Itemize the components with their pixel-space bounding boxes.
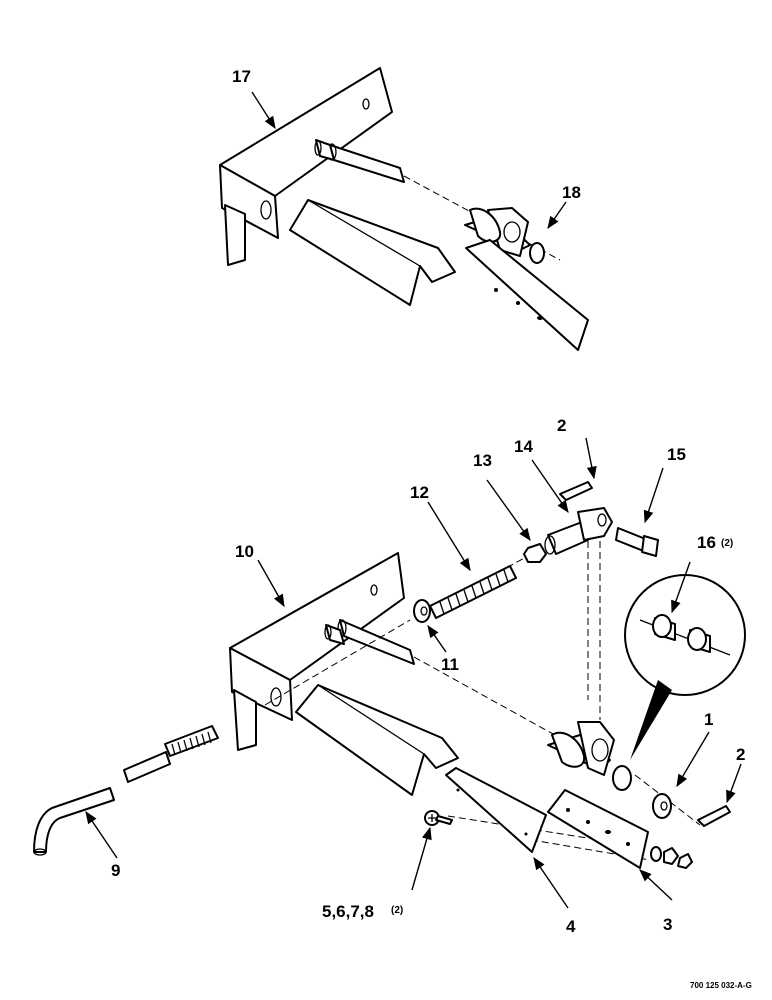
- pivot-arm-18: [464, 207, 589, 351]
- washer-11: [413, 599, 431, 623]
- bracket-17: [219, 67, 456, 306]
- clevis-14: [544, 507, 613, 555]
- washer-1: [652, 793, 672, 819]
- pivot-arm-3: [547, 721, 649, 869]
- drawing-code: 700 125 032-A-G: [690, 981, 752, 990]
- label-14: 14: [514, 437, 533, 456]
- top-assembly: [219, 67, 589, 351]
- rod-9: [33, 725, 219, 856]
- top-pins: [314, 139, 405, 183]
- callout-labels: 17 18 2 14 13 15 12 10 16 (2) 11 1 2 9 5…: [111, 67, 745, 936]
- label-16-qty: (2): [721, 538, 733, 549]
- bottom-assembly: [33, 481, 746, 869]
- label-2-upper: 2: [557, 416, 566, 435]
- label-1: 1: [704, 710, 713, 729]
- callout-leaders: [85, 91, 742, 909]
- label-12: 12: [410, 483, 429, 502]
- label-5678-qty: (2): [391, 905, 403, 916]
- bolt-15: [615, 527, 659, 557]
- label-18: 18: [562, 183, 581, 202]
- label-11: 11: [441, 655, 459, 674]
- plate-4: [445, 767, 547, 853]
- label-17: 17: [232, 67, 251, 86]
- label-9: 9: [111, 861, 120, 880]
- label-2-lower: 2: [736, 745, 745, 764]
- label-16: 16: [697, 533, 716, 552]
- cotter-pin-2-lower: [697, 805, 731, 827]
- label-3: 3: [663, 915, 672, 934]
- label-4: 4: [566, 917, 576, 936]
- cotter-pin-2-upper: [559, 481, 593, 501]
- lower-hardware: [650, 846, 693, 869]
- spring-12: [429, 565, 517, 619]
- bottom-pins: [324, 619, 415, 665]
- label-15: 15: [667, 445, 686, 464]
- label-10: 10: [235, 542, 254, 561]
- bracket-10: [229, 552, 459, 796]
- detail-bushings-16: [624, 574, 746, 760]
- screw-5678: [424, 810, 453, 826]
- label-5678: 5,6,7,8: [322, 902, 374, 921]
- label-13: 13: [473, 451, 492, 470]
- nut-13: [523, 543, 547, 563]
